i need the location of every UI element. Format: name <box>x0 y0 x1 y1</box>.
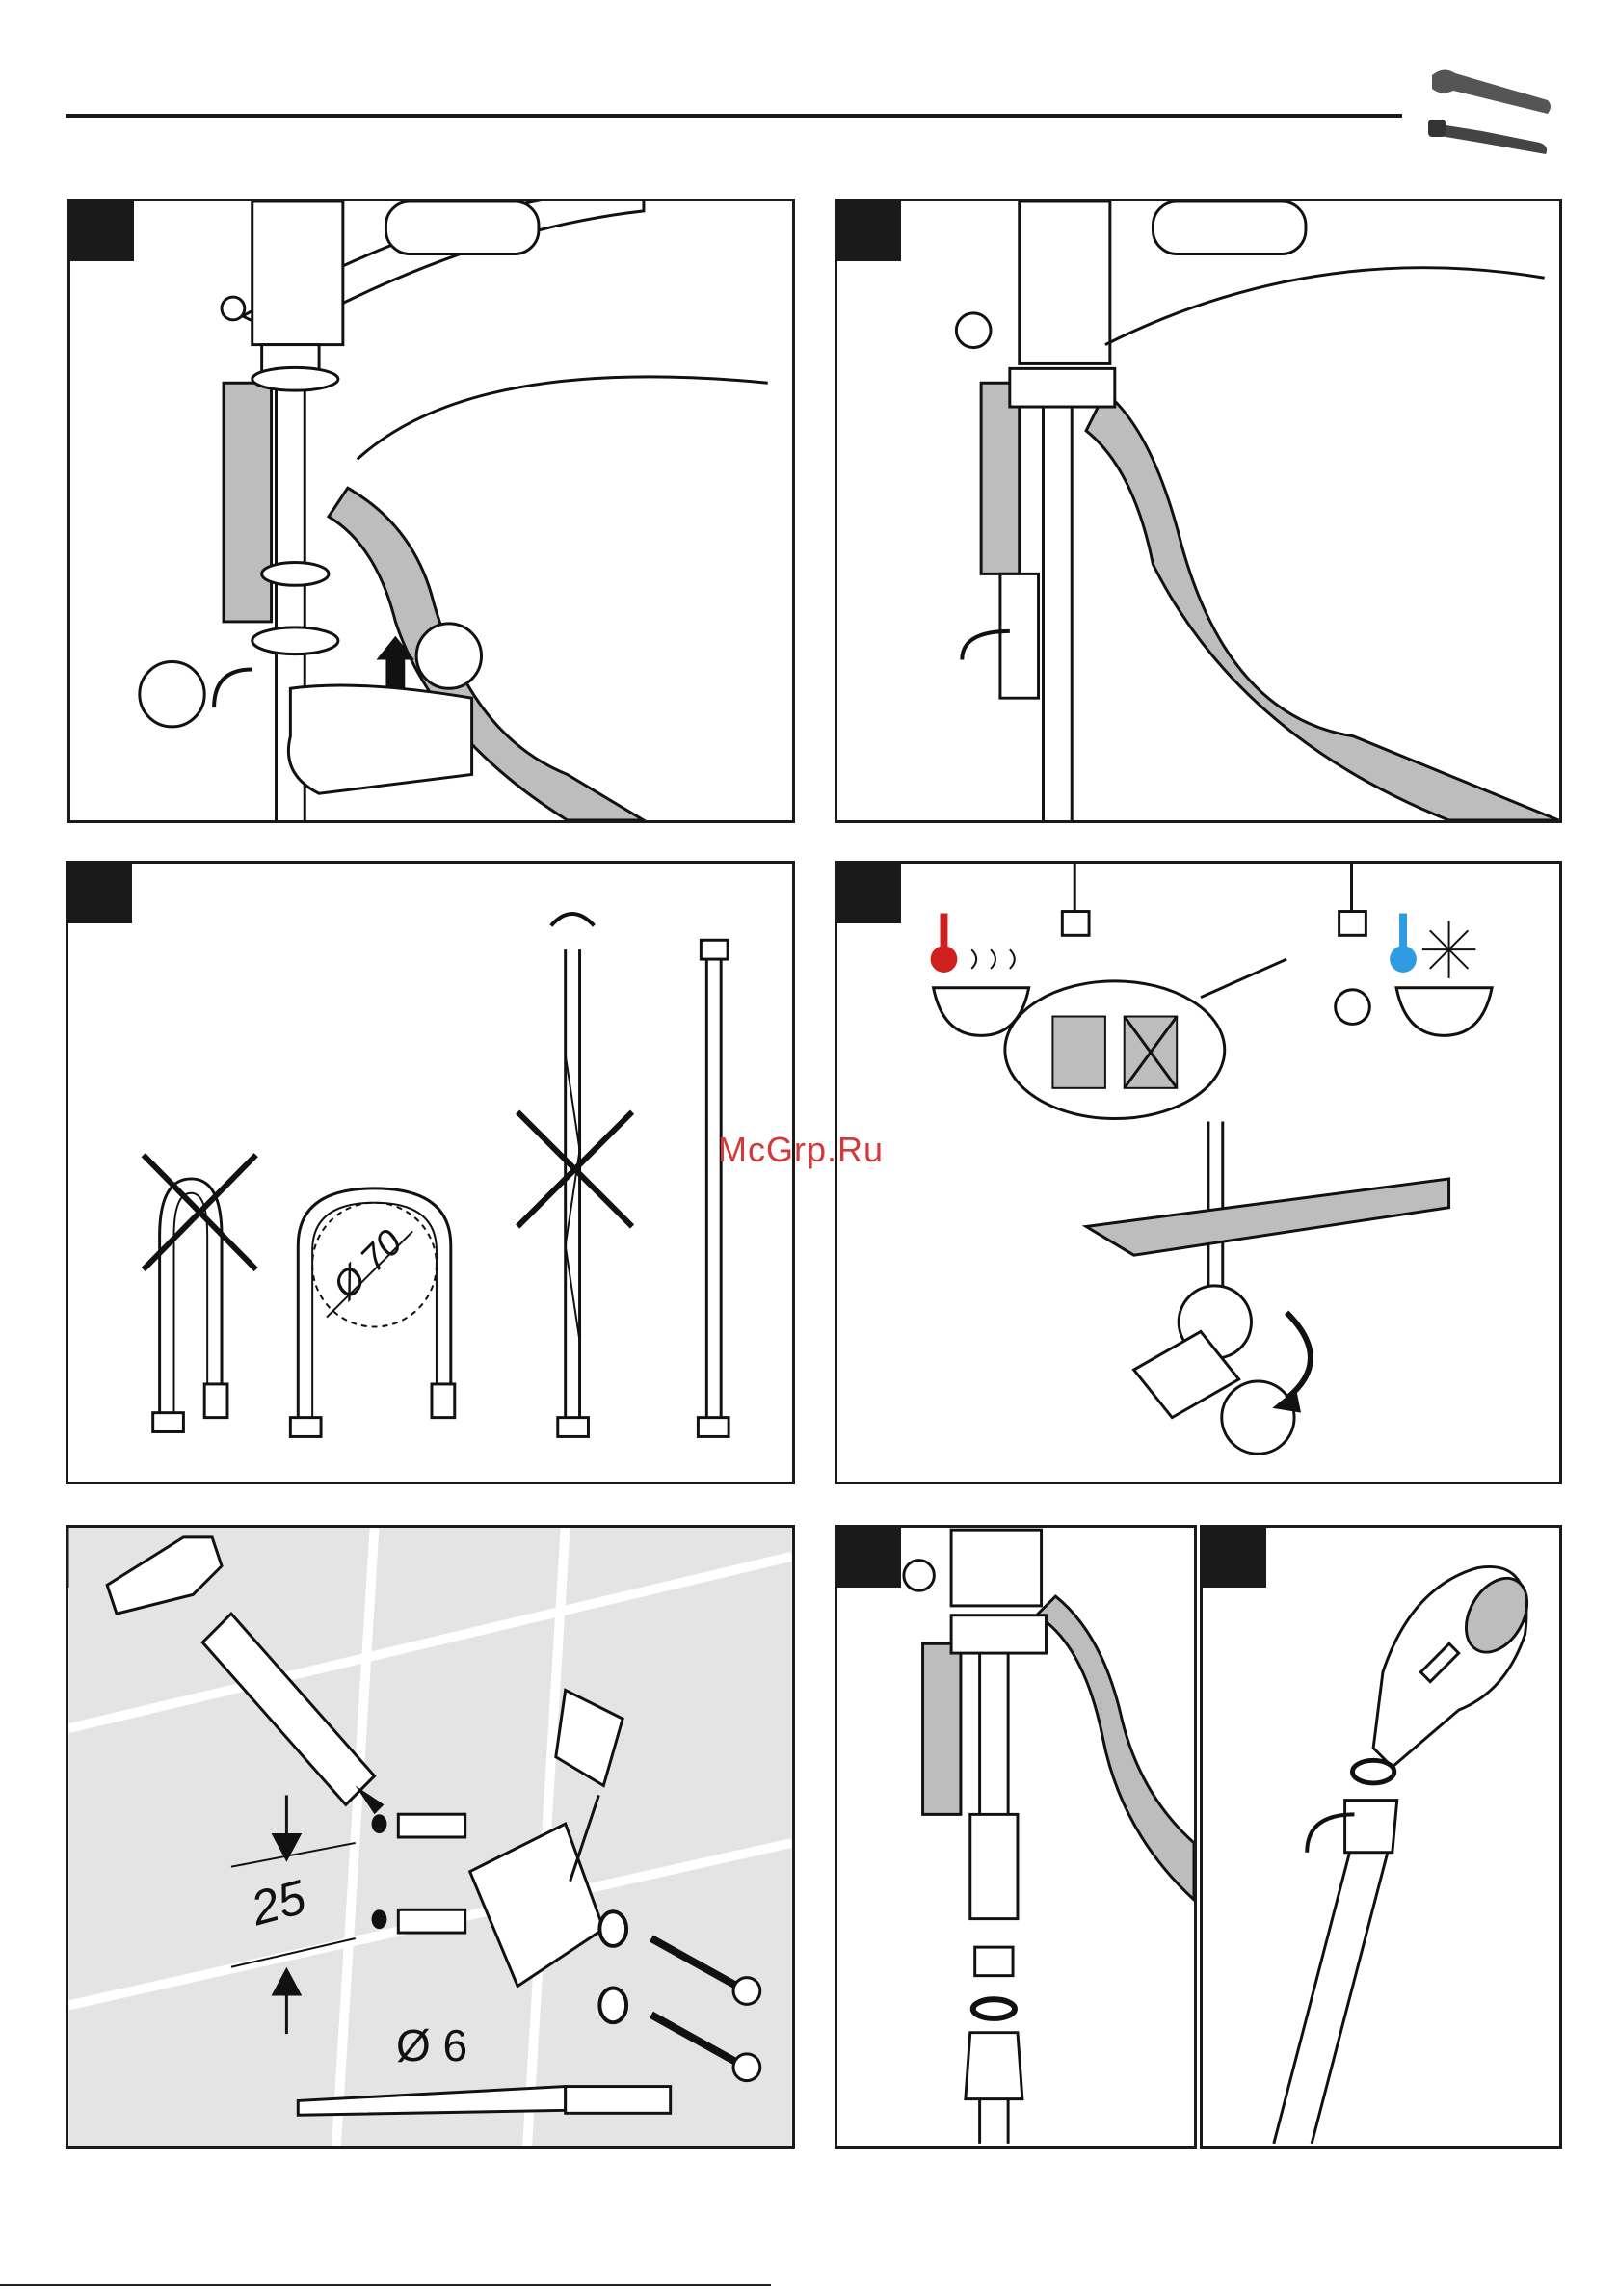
handshower-icon <box>1203 1528 1559 2146</box>
panel-step-6 <box>835 1525 1197 2149</box>
hot-cold-connection-icon <box>837 864 1559 1482</box>
watermark: McGrp.Ru <box>718 1130 884 1170</box>
panel-step-2 <box>835 199 1562 823</box>
panel-step-4 <box>835 861 1562 1484</box>
drill-diameter-label: Ø 6 <box>396 2019 467 2071</box>
footer-rule <box>0 2284 771 2286</box>
panel-step-3: Ø 70 <box>66 861 795 1484</box>
panel-step-5: 25 Ø 6 <box>66 1525 795 2149</box>
header-rule <box>66 114 1402 118</box>
panel-step-1 <box>67 199 795 823</box>
hose-connection-icon <box>837 1528 1194 2146</box>
hose-bend-icon <box>68 864 792 1482</box>
wrench-screwdriver-icon <box>1424 64 1554 155</box>
screwdriver-tighten-icon <box>837 201 1559 820</box>
panel-step-7 <box>1200 1525 1562 2149</box>
remove-nut-icon <box>70 201 792 820</box>
